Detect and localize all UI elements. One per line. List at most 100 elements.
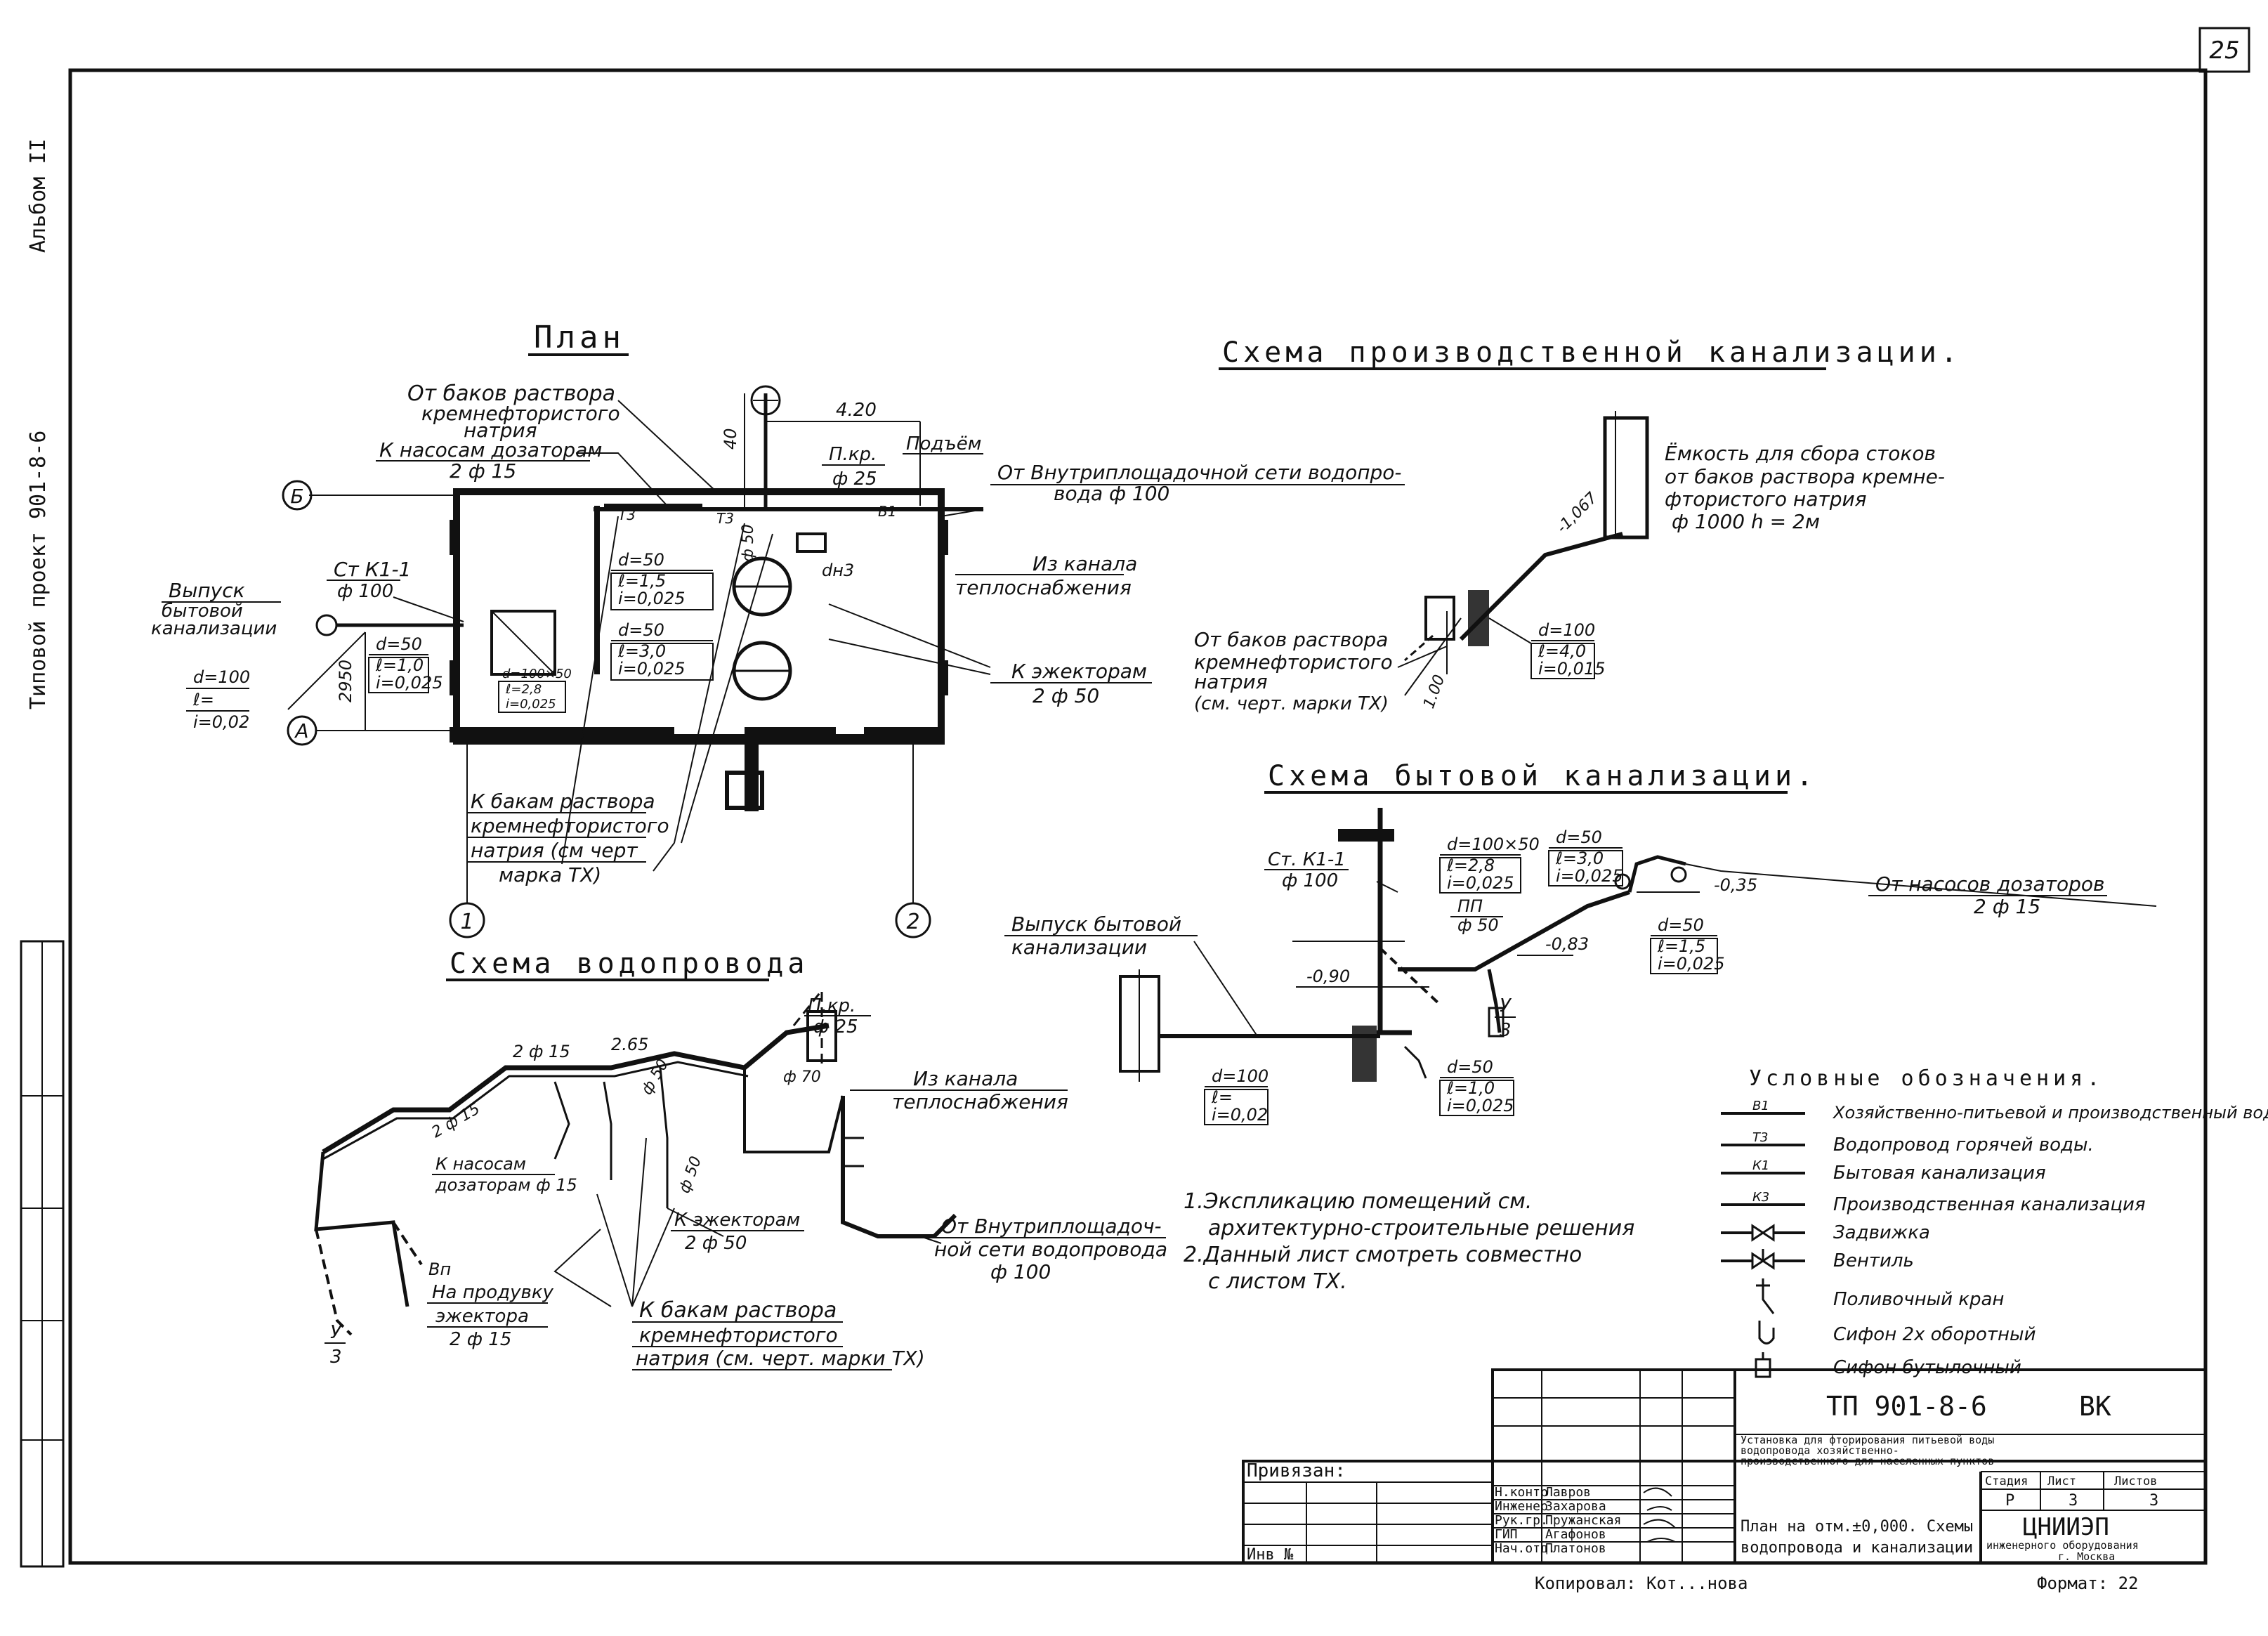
ps-tank-2: от баков раствора кремне- xyxy=(1665,465,1945,488)
plan-from-tanks-2: кремнефтористого xyxy=(421,402,620,425)
svg-text:Т3: Т3 xyxy=(1752,1130,1768,1145)
ps-dim100: 1.00 xyxy=(1420,672,1448,711)
plan-dim-2950: 2950 xyxy=(336,660,355,702)
legend-item-k3: К3 Производственная канализация xyxy=(1721,1190,2146,1215)
ws-from-network-1: От Внутриплощадоч- xyxy=(941,1215,1162,1238)
plan-dim-40: 40 xyxy=(721,428,740,450)
plan-pipe-e: d=100×50 ℓ=2,8 i=0,025 xyxy=(498,667,572,713)
tb-role-4: ГИП xyxy=(1495,1527,1518,1542)
hs-pipe-4: d=100 ℓ= i=0,02 xyxy=(1204,1066,1269,1125)
ws-from-network-3: ф 100 xyxy=(990,1260,1051,1283)
hs-st-2: ф 100 xyxy=(1282,870,1338,891)
svg-text:d=100×50: d=100×50 xyxy=(502,667,572,681)
plan-to-tanks-4: марка ТХ) xyxy=(499,863,601,886)
svg-text:Поливочный кран: Поливочный кран xyxy=(1833,1289,2004,1310)
svg-text:i=0,025: i=0,025 xyxy=(1447,1096,1514,1115)
ps-tank-4: ф 1000 h = 2м xyxy=(1672,510,1820,533)
tb-role-5: Нач.отд. xyxy=(1495,1541,1556,1556)
tb-sheet-h: Лист xyxy=(2047,1474,2076,1488)
tb-name-4: Агафонов xyxy=(1545,1527,1606,1542)
plan-from-network-2: вода ф 100 xyxy=(1054,482,1169,505)
svg-text:i=0,025: i=0,025 xyxy=(506,697,556,712)
plan-title: План xyxy=(534,320,625,355)
legend-item-valve: Задвижка xyxy=(1721,1222,1930,1243)
plan-pipe-c: d=50 ℓ=1,5 i=0,025 xyxy=(610,550,714,610)
plan-pkr-1: П.кр. xyxy=(829,444,877,465)
tb-sheet-title-1: План на отм.±0,000. Схемы xyxy=(1741,1518,1973,1536)
ps-tank-1: Ёмкость для сбора стоков xyxy=(1665,442,1936,465)
ws-f70: ф 70 xyxy=(783,1068,821,1086)
tb-org-sub-2: г. Москва xyxy=(2058,1550,2115,1563)
plan-to-ejectors-2: 2 ф 50 xyxy=(1033,684,1099,707)
plan-from-tanks-3: натрия xyxy=(464,419,537,442)
svg-text:i=0,025: i=0,025 xyxy=(1447,873,1514,893)
plan-from-channel-1: Из канала xyxy=(1033,552,1137,575)
axis-b: Б xyxy=(290,485,303,508)
ws-to-pumps-2: дозаторам ф 15 xyxy=(435,1175,577,1195)
plan-st-k1-1: Ст К1-1 xyxy=(334,558,411,581)
hs-pipe-3: d=50 ℓ=1,5 i=0,025 xyxy=(1650,915,1724,974)
hs-m035: -0,35 xyxy=(1714,875,1757,895)
hose-cock-icon xyxy=(1756,1278,1775,1314)
svg-text:d=50: d=50 xyxy=(1556,827,1602,847)
plan-st-k1-2: ф 100 xyxy=(337,581,393,602)
legend-item-b1: В1 Хозяйственно-питьевой и производствен… xyxy=(1721,1099,2268,1123)
siphon-icon xyxy=(1758,1321,1775,1344)
ws-to-ejectors-2: 2 ф 50 xyxy=(685,1233,747,1254)
notes: 1.Экспликацию помещений см. архитектурно… xyxy=(1184,1189,1634,1294)
tb-name-5: Платонов xyxy=(1545,1541,1606,1556)
tb-stage-h: Стадия xyxy=(1985,1474,2028,1488)
plan-phi50: ф 50 xyxy=(740,524,757,562)
svg-text:В1: В1 xyxy=(1752,1099,1769,1113)
svg-text:d=100×50: d=100×50 xyxy=(1447,835,1540,854)
svg-text:ℓ=: ℓ= xyxy=(1211,1087,1233,1107)
svg-text:i=0,02: i=0,02 xyxy=(1212,1105,1268,1125)
water-scheme: Схема водопровода П.кр. ф 25 Из канала т… xyxy=(314,948,1167,1370)
ws-d265: 2.65 xyxy=(611,1035,648,1054)
tb-name-2: Захарова xyxy=(1545,1499,1606,1514)
title-block: ТП 901-8-6 ВК Установка для фторирования… xyxy=(1242,1368,2207,1593)
axis-a: А xyxy=(294,719,308,742)
svg-text:Задвижка: Задвижка xyxy=(1833,1222,1930,1243)
ws-from-network-2: ной сети водопровода xyxy=(934,1238,1167,1261)
svg-text:Вентиль: Вентиль xyxy=(1833,1250,1914,1271)
svg-text:ℓ=1,5: ℓ=1,5 xyxy=(617,571,666,591)
home-scheme: Схема бытовой канализации. Ст. К1-1 ф 10… xyxy=(1004,760,2157,1125)
svg-text:d=50: d=50 xyxy=(1658,915,1704,935)
hs-pipe-5: d=50 ℓ=1,0 i=0,025 xyxy=(1439,1057,1514,1116)
svg-text:i=0,025: i=0,025 xyxy=(1658,954,1724,974)
svg-text:ℓ=1,5: ℓ=1,5 xyxy=(1657,936,1705,956)
sheet-number: 25 xyxy=(2209,37,2239,65)
tb-sheet: 3 xyxy=(2069,1492,2078,1510)
plan-from-tanks-1: От баков раствора xyxy=(407,381,615,406)
legend-item-siphon2: Сифон 2х оборотный xyxy=(1758,1321,2036,1345)
prod-scheme: Схема производственной канализации. Ёмко… xyxy=(1194,336,1958,714)
home-scheme-title: Схема бытовой канализации. xyxy=(1268,760,1817,792)
ws-from-channel-2: теплоснабжения xyxy=(892,1090,1068,1113)
tb-org-sub-1: инженерного оборудования xyxy=(1986,1539,2139,1552)
svg-text:К3: К3 xyxy=(1752,1190,1769,1205)
tb-role-3: Рук.гр. xyxy=(1495,1513,1548,1528)
tb-format: Формат: 22 xyxy=(2037,1573,2139,1593)
svg-text:Т3: Т3 xyxy=(618,506,636,523)
hs-from-pumps-1: От насосов дозаторов xyxy=(1875,872,2105,896)
svg-text:ℓ=: ℓ= xyxy=(192,690,214,709)
legend-item-globe: Вентиль xyxy=(1721,1249,1914,1271)
legend-item-hosecock: Поливочный кран xyxy=(1756,1278,2004,1314)
svg-text:d=50: d=50 xyxy=(618,620,664,640)
hs-outlet-2: канализации xyxy=(1011,936,1147,959)
plan-dn3: dн3 xyxy=(822,561,854,580)
legend: Условные обозначения. В1 Хозяйственно-пи… xyxy=(1721,1066,2268,1378)
plan: План Б xyxy=(151,320,1405,938)
svg-text:i=0,02: i=0,02 xyxy=(193,712,249,732)
plan-dim-420: 4.20 xyxy=(836,400,877,421)
ws-u: У xyxy=(330,1322,343,1343)
svg-text:i=0,025: i=0,025 xyxy=(618,659,685,679)
legend-item-bottle: Сифон бутылочный xyxy=(1755,1352,2021,1378)
plan-outlet-2: бытовой xyxy=(162,601,243,622)
plan-outlet-3: канализации xyxy=(151,618,277,639)
ps-from-tanks-2: кремнефтористого xyxy=(1194,650,1393,674)
plan-pipe-d: d=50 ℓ=3,0 i=0,025 xyxy=(610,620,714,681)
svg-text:d=100: d=100 xyxy=(1212,1066,1269,1086)
svg-text:К1: К1 xyxy=(1752,1158,1769,1173)
